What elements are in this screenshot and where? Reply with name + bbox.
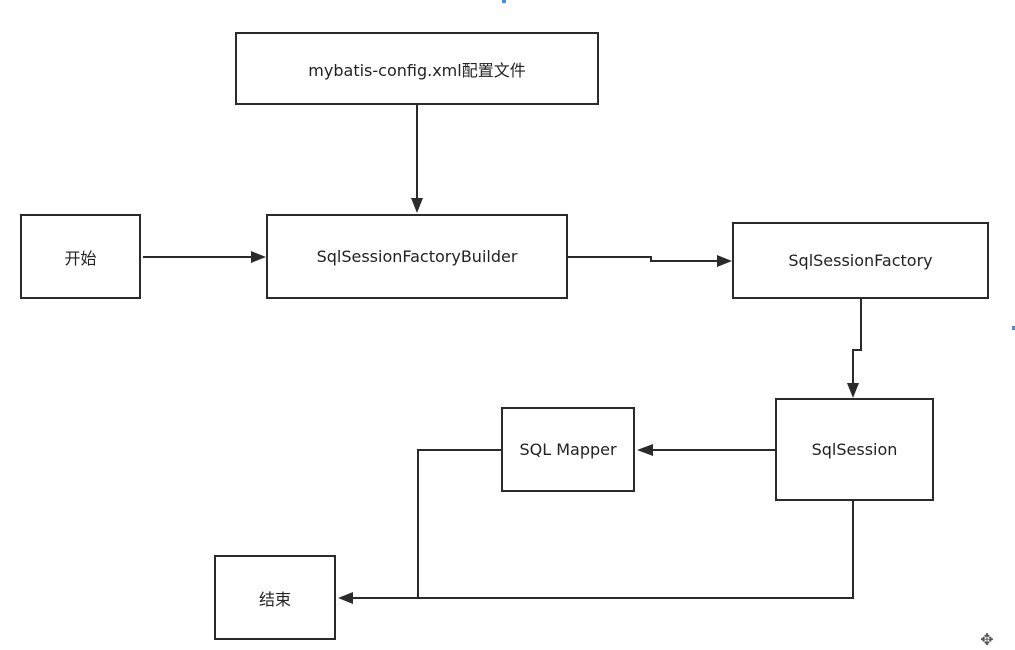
edge-session-to-end <box>352 501 854 599</box>
edge-builder-to-factory <box>568 256 719 262</box>
arrowhead-config-to-builder <box>411 198 423 213</box>
edge-mapper-to-end <box>352 449 501 599</box>
selection-marker-right <box>1012 326 1015 330</box>
start-node[interactable]: 开始 <box>20 214 141 299</box>
selection-marker-top <box>502 0 506 3</box>
sqlsession-label: SqlSession <box>811 440 898 459</box>
edge-factory-to-session <box>852 299 862 385</box>
end-label: 结束 <box>258 589 291 609</box>
sqlsession-node[interactable]: SqlSession <box>775 398 934 501</box>
move-icon[interactable]: ✥ <box>980 630 994 649</box>
end-node[interactable]: 结束 <box>214 555 336 640</box>
sqlsessionfactory-label: SqlSessionFactory <box>788 251 933 270</box>
arrowhead-start-to-builder <box>251 251 266 263</box>
config-file-label: mybatis-config.xml配置文件 <box>308 60 526 80</box>
arrowhead-to-end <box>338 592 353 604</box>
config-file-node[interactable]: mybatis-config.xml配置文件 <box>235 32 599 105</box>
sql-mapper-label: SQL Mapper <box>519 440 617 459</box>
sqlsessionfactorybuilder-label: SqlSessionFactoryBuilder <box>316 247 518 266</box>
arrowhead-factory-to-session <box>847 383 859 398</box>
start-label: 开始 <box>64 248 97 268</box>
sqlsessionfactorybuilder-node[interactable]: SqlSessionFactoryBuilder <box>266 214 568 299</box>
sqlsessionfactory-node[interactable]: SqlSessionFactory <box>732 222 989 299</box>
arrowhead-builder-to-factory <box>717 255 732 267</box>
arrowhead-session-to-mapper <box>637 444 653 456</box>
sql-mapper-node[interactable]: SQL Mapper <box>501 407 635 492</box>
